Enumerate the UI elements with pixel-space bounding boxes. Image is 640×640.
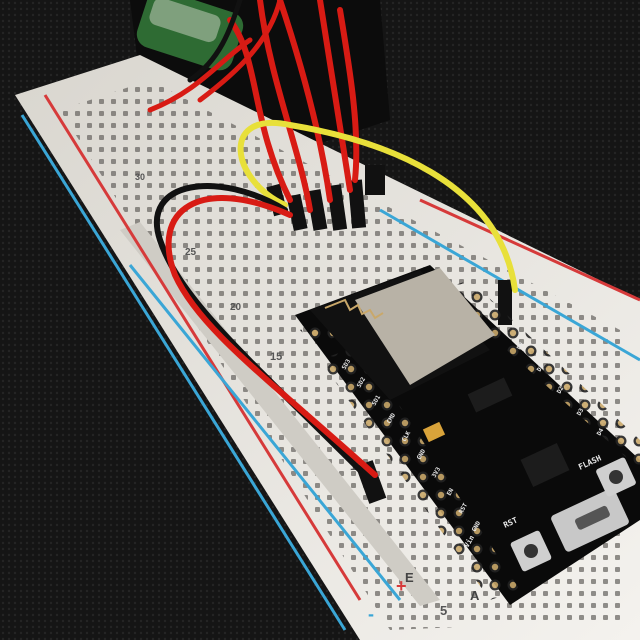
bb-row-number: 15: [270, 351, 282, 363]
pin-label: SD2: [356, 376, 368, 389]
esp-wifi-module: [310, 268, 495, 400]
rst-button[interactable]: [510, 530, 553, 573]
pin-label: SD3: [341, 358, 353, 371]
yellow-jumper-wire: [237, 120, 518, 293]
bb-col-letter: E: [405, 570, 414, 585]
pin-label: D2: [556, 385, 566, 395]
usb-serial-chip: [520, 442, 570, 488]
bb-row-number: 5: [440, 603, 447, 618]
bb-row-number: 30: [135, 172, 145, 182]
pin-label: 3V3: [431, 466, 443, 479]
pin-label: D0: [516, 341, 526, 351]
rail-blue-left: [20, 114, 347, 631]
bb-row-number: 25: [185, 247, 197, 258]
bb-row-number: 20: [230, 302, 242, 313]
rail-red-right: [419, 198, 640, 302]
pin-label: GND: [471, 520, 483, 533]
rail-plus-symbol: +: [396, 576, 407, 596]
micro-usb-port[interactable]: [550, 487, 630, 553]
bb-col-letter: A: [470, 588, 480, 603]
pin-label: SD1: [371, 394, 383, 407]
capacitor: [422, 421, 446, 443]
pin-label: D1: [536, 363, 546, 373]
pin-label: D4: [596, 427, 606, 437]
wires: [147, 0, 518, 478]
regulator-chip: [467, 377, 513, 413]
pin-label: EN: [446, 487, 456, 497]
rail-blue-inner: [128, 264, 402, 601]
pin-label: RST: [458, 502, 470, 515]
flash-button[interactable]: [595, 457, 637, 498]
rail-minus-symbol: -: [368, 604, 374, 624]
pin-label: D3: [576, 407, 586, 417]
pin-label: CLK: [401, 430, 413, 443]
rail-red-left: [43, 94, 362, 601]
pin-label: GND: [416, 448, 428, 461]
red-jumper-wire: [165, 195, 378, 478]
nodemcu-board: FLASH RST Vin SD3 SD2 SD1 CMD CLK GND 3V…: [295, 265, 640, 605]
pin-label: CMD: [386, 412, 398, 425]
